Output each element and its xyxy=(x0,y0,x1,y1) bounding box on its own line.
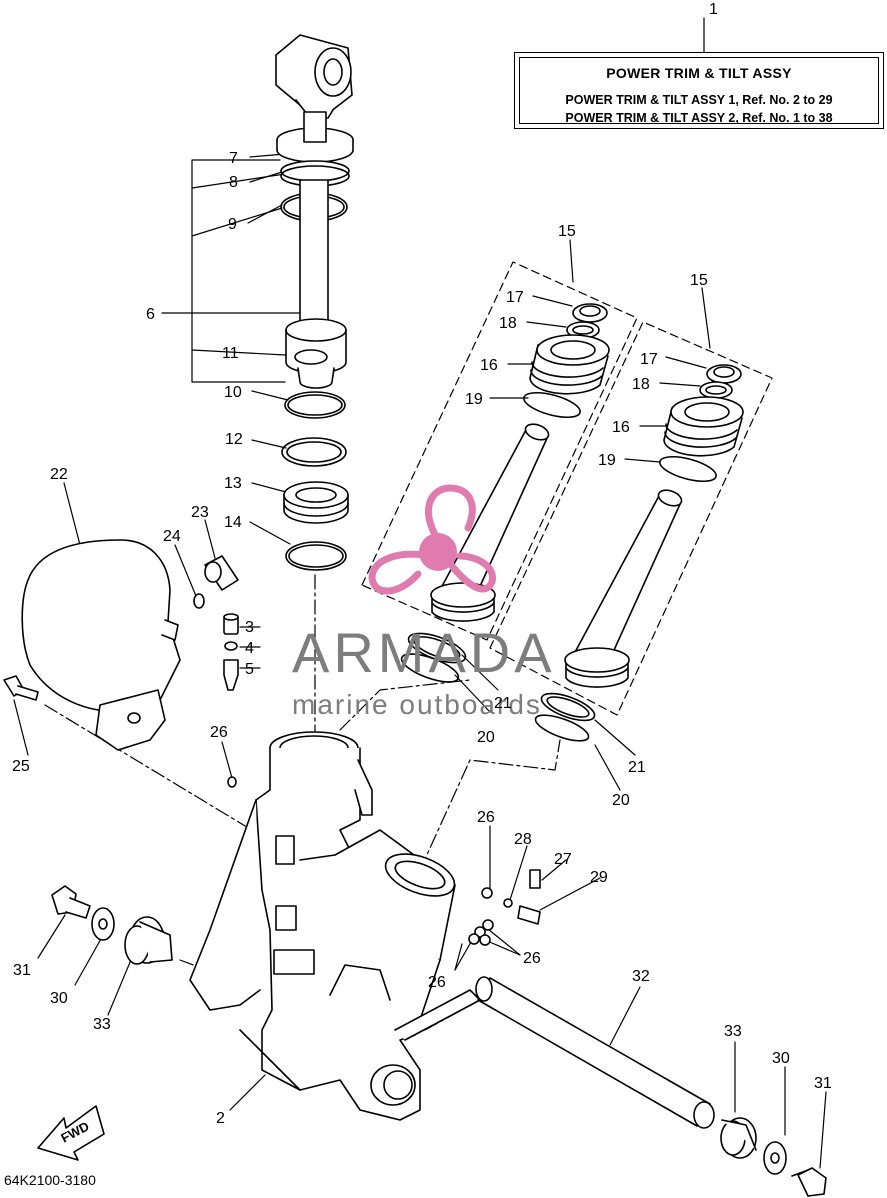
callout-3: 3 xyxy=(245,619,254,636)
callout-17b: 17 xyxy=(640,351,658,368)
callout-7: 7 xyxy=(229,150,238,167)
title-box: POWER TRIM & TILT ASSY POWER TRIM & TILT… xyxy=(514,52,884,129)
assembly-line-1: POWER TRIM & TILT ASSY 1, Ref. No. 2 to … xyxy=(565,93,833,107)
assembly-line-2: POWER TRIM & TILT ASSY 2, Ref. No. 1 to … xyxy=(565,111,833,125)
watermark-tagline: marine outboards xyxy=(292,689,542,720)
watermark-brand: ARMADA xyxy=(292,621,556,684)
sub-assembly-box-b xyxy=(489,321,773,716)
callout-21b: 21 xyxy=(628,759,646,776)
callout-30b: 30 xyxy=(772,1050,790,1067)
callout-27: 27 xyxy=(554,851,572,868)
callout-18b: 18 xyxy=(632,376,650,393)
propeller-logo-icon xyxy=(368,484,496,595)
callout-6: 6 xyxy=(146,306,155,323)
callout-15a: 15 xyxy=(558,223,576,240)
callout-1: 1 xyxy=(709,1,718,18)
callout-4: 4 xyxy=(245,640,254,657)
callout-11: 11 xyxy=(222,345,239,362)
callout-19a: 19 xyxy=(465,391,483,408)
callout-13: 13 xyxy=(224,475,242,492)
trim-cylinder-b xyxy=(564,364,744,688)
callout-labels: 1 7 8 9 6 11 10 12 13 14 15 17 18 16 19 … xyxy=(12,1,832,1127)
callout-8: 8 xyxy=(229,174,238,191)
callout-33a: 33 xyxy=(93,1016,111,1033)
callout-19b: 19 xyxy=(598,452,616,469)
callout-33b: 33 xyxy=(724,1023,742,1040)
callout-20a: 20 xyxy=(477,729,495,746)
callout-24: 24 xyxy=(163,528,181,545)
cylinder-rod-assembly xyxy=(275,34,354,571)
main-bracket xyxy=(189,731,481,1121)
callout-20b: 20 xyxy=(612,792,630,809)
callout-30a: 30 xyxy=(50,990,68,1007)
sub-assembly-box-a xyxy=(361,261,638,641)
callout-2: 2 xyxy=(216,1110,225,1127)
callout-32: 32 xyxy=(632,968,650,985)
reservoir-cover xyxy=(21,539,181,751)
callout-15b: 15 xyxy=(690,272,708,289)
callout-12: 12 xyxy=(225,431,243,448)
callout-28: 28 xyxy=(514,831,532,848)
callout-26c: 26 xyxy=(523,950,541,967)
callout-17a: 17 xyxy=(506,289,524,306)
callout-10: 10 xyxy=(224,384,242,401)
callout-5: 5 xyxy=(245,661,254,678)
shaft-32 xyxy=(475,976,715,1129)
assembly-heading: POWER TRIM & TILT ASSY xyxy=(606,65,792,81)
callout-31a: 31 xyxy=(13,962,31,979)
callout-21a: 21 xyxy=(494,695,512,712)
diagram-code: 64K2100-3180 xyxy=(4,1172,96,1188)
callout-22: 22 xyxy=(50,466,68,483)
callout-25: 25 xyxy=(12,758,30,775)
callout-16b: 16 xyxy=(612,419,630,436)
title-box-inner: POWER TRIM & TILT ASSY POWER TRIM & TILT… xyxy=(519,57,879,125)
fwd-arrow-icon xyxy=(37,1105,105,1161)
callout-31b: 31 xyxy=(814,1075,832,1092)
callout-16a: 16 xyxy=(480,357,498,374)
callout-26d: 26 xyxy=(428,974,446,991)
callout-23: 23 xyxy=(191,504,209,521)
callout-29: 29 xyxy=(590,869,608,886)
fasteners-lower xyxy=(51,885,827,1197)
small-parts xyxy=(193,555,541,946)
callout-9: 9 xyxy=(228,216,237,233)
callout-14: 14 xyxy=(224,514,242,531)
callout-18a: 18 xyxy=(499,315,517,332)
callout-26a: 26 xyxy=(210,724,228,741)
callout-26b: 26 xyxy=(477,809,495,826)
bolt-25 xyxy=(3,675,39,701)
armada-watermark: ARMADA marine outboards xyxy=(292,484,556,720)
leader-lines xyxy=(13,17,827,1169)
